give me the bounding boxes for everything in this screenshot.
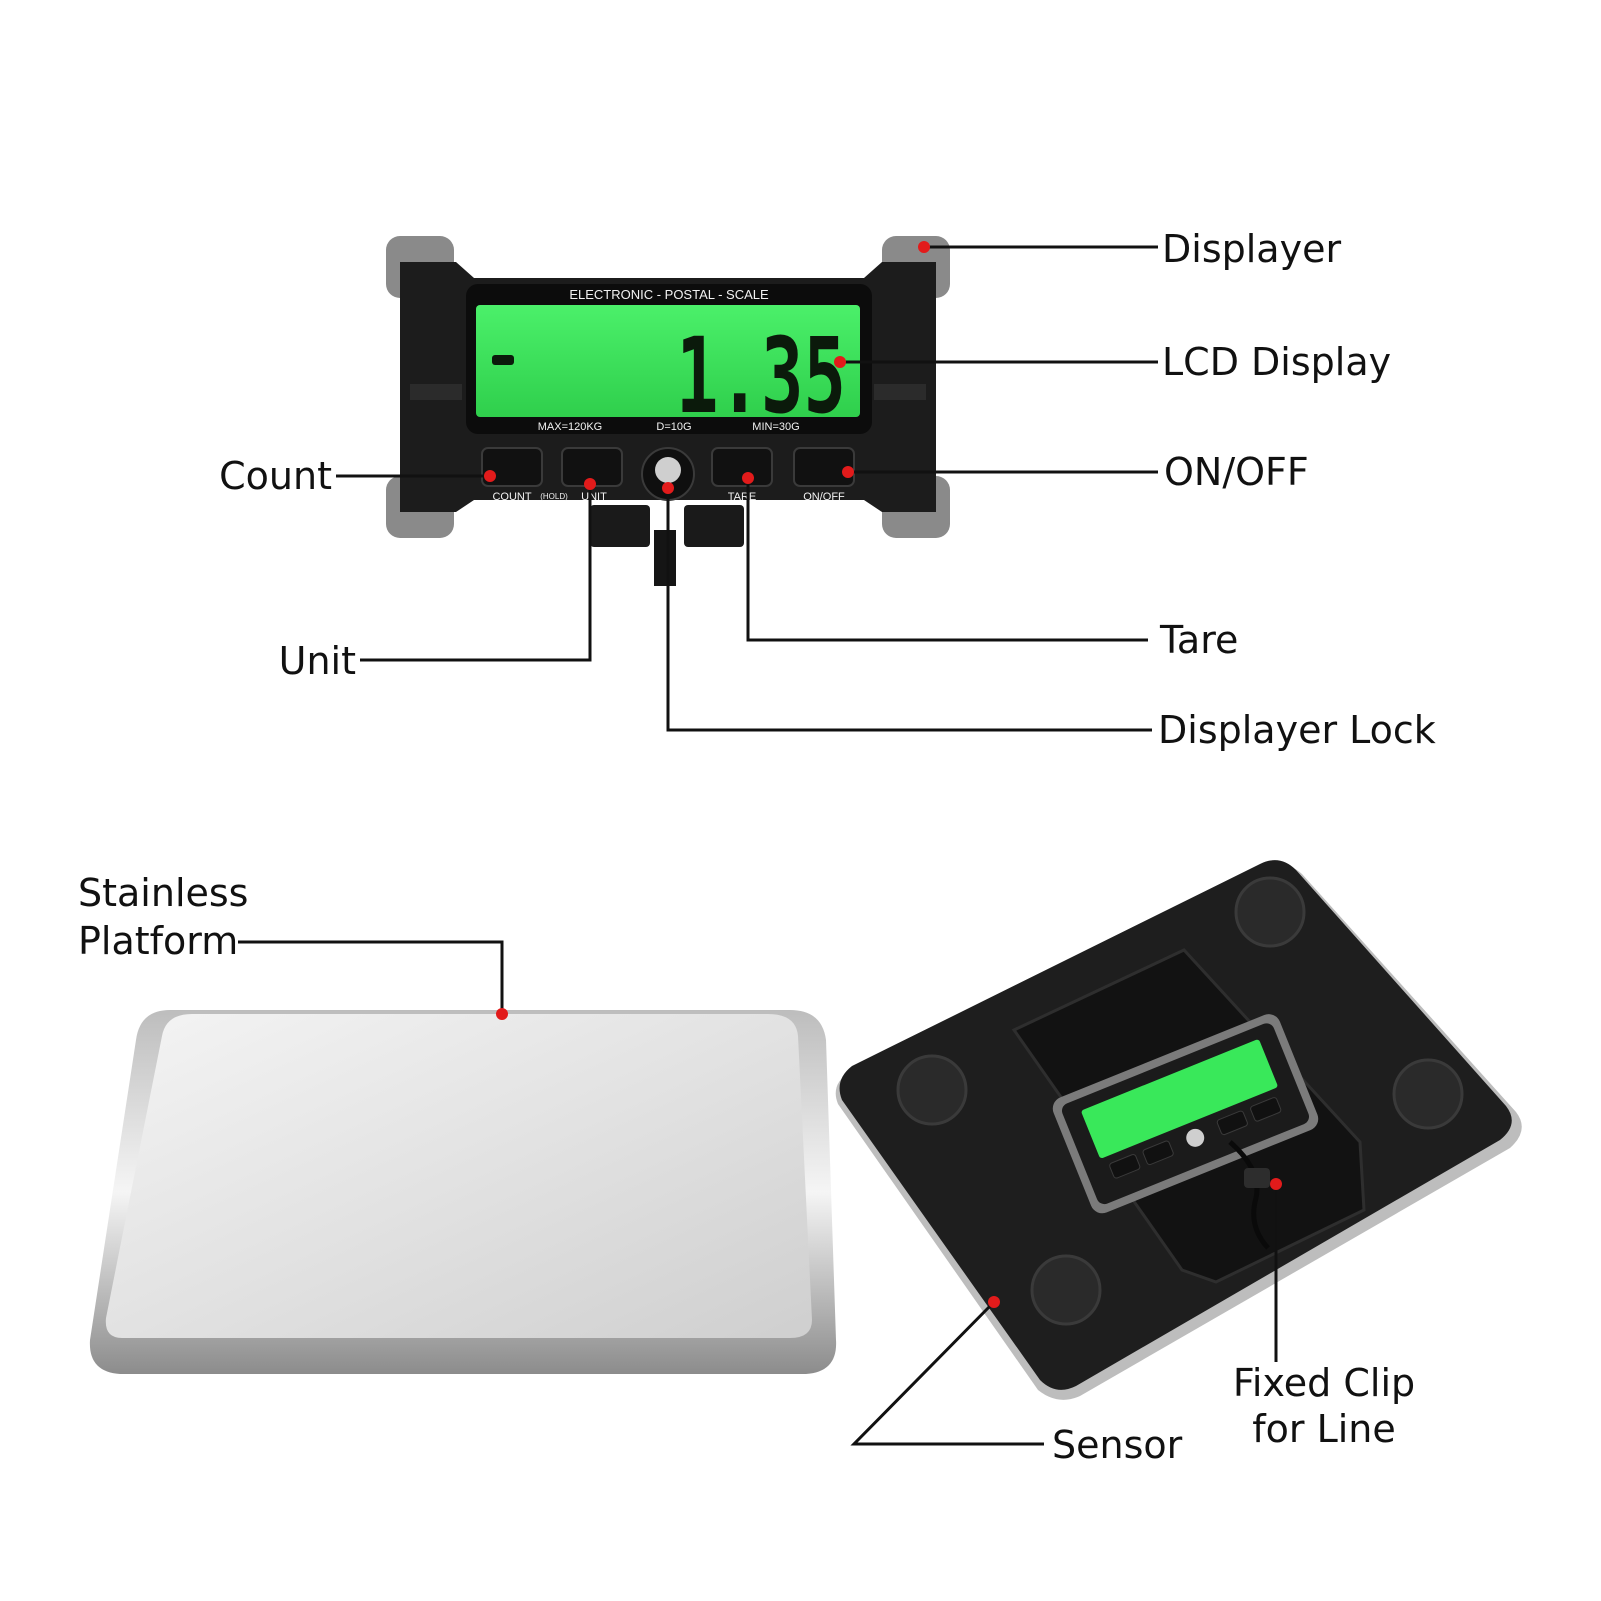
marker-lcd — [834, 356, 846, 368]
stainless-platform — [89, 1010, 837, 1374]
spec-d: D=10G — [656, 421, 691, 433]
count-button[interactable] — [481, 447, 543, 487]
marker-platform — [496, 1008, 508, 1020]
foot-bottom — [1030, 1254, 1102, 1326]
callout-sensor: Sensor — [1052, 1423, 1183, 1467]
platform-top — [105, 1014, 813, 1338]
displayer-unit: ELECTRONIC - POSTAL - SCALE 1.35 MAX=120… — [386, 236, 950, 586]
leader-tare — [746, 478, 1148, 642]
lcd-screen — [476, 305, 860, 417]
callout-tare: Tare — [1159, 618, 1238, 662]
spec-min: MIN=30G — [752, 421, 799, 433]
callout-count: Count — [219, 454, 332, 498]
hold-label: (HOLD) — [540, 492, 568, 501]
callout-lcd-display: LCD Display — [1162, 340, 1391, 384]
docked-lcd — [1081, 1039, 1278, 1159]
fixed-clip — [1244, 1168, 1270, 1188]
bottom-tab-left — [590, 505, 650, 547]
clip-cable — [1228, 1140, 1270, 1250]
callout-displayer-lock: Displayer Lock — [1158, 708, 1436, 752]
tare-button-label: TARE — [728, 491, 757, 503]
marker-sensor — [988, 1296, 1000, 1308]
foot-left — [896, 1054, 968, 1126]
unit-button-label: UNIT — [581, 491, 607, 503]
leader-sensor — [850, 1300, 1044, 1446]
marker-count — [484, 470, 496, 482]
callout-on-off: ON/OFF — [1164, 450, 1309, 494]
marker-tare — [742, 472, 754, 484]
side-slot-right — [874, 384, 926, 400]
callout-platform-line2: Platform — [78, 919, 238, 963]
leader-displayer-lock — [666, 488, 1152, 732]
on-off-button[interactable] — [793, 447, 855, 487]
display-header: ELECTRONIC - POSTAL - SCALE — [569, 287, 769, 302]
tare-button[interactable] — [711, 447, 773, 487]
marker-displayer — [918, 241, 930, 253]
foot-top-right — [1234, 876, 1306, 948]
callout-platform-line1: Stainless — [78, 871, 248, 915]
side-slot-left — [410, 384, 462, 400]
marker-unit — [584, 478, 596, 490]
marker-on-off — [842, 466, 854, 478]
lcd-reading: 1.35 — [676, 315, 846, 437]
leader-unit — [360, 484, 592, 662]
lock-knob-cap — [655, 457, 681, 483]
count-button-label: COUNT — [492, 491, 531, 503]
foot-right — [1392, 1058, 1464, 1130]
callout-unit: Unit — [279, 639, 356, 683]
top-leader-lines — [336, 241, 1158, 732]
callout-clip-line2: for Line — [1252, 1407, 1396, 1451]
callout-displayer: Displayer — [1162, 227, 1341, 271]
bottom-tab-right — [684, 505, 744, 547]
on-off-button-label: ON/OFF — [803, 491, 845, 503]
displayer-cable — [654, 530, 676, 586]
leader-platform — [238, 940, 504, 1014]
marker-clip — [1270, 1178, 1282, 1190]
scale-underside — [835, 860, 1522, 1400]
lcd-minus-segment — [492, 355, 514, 365]
marker-displayer-lock — [662, 482, 674, 494]
callout-clip-line1: Fixed Clip — [1233, 1361, 1415, 1405]
spec-max: MAX=120KG — [538, 421, 603, 433]
docked-displayer — [1052, 1014, 1319, 1214]
